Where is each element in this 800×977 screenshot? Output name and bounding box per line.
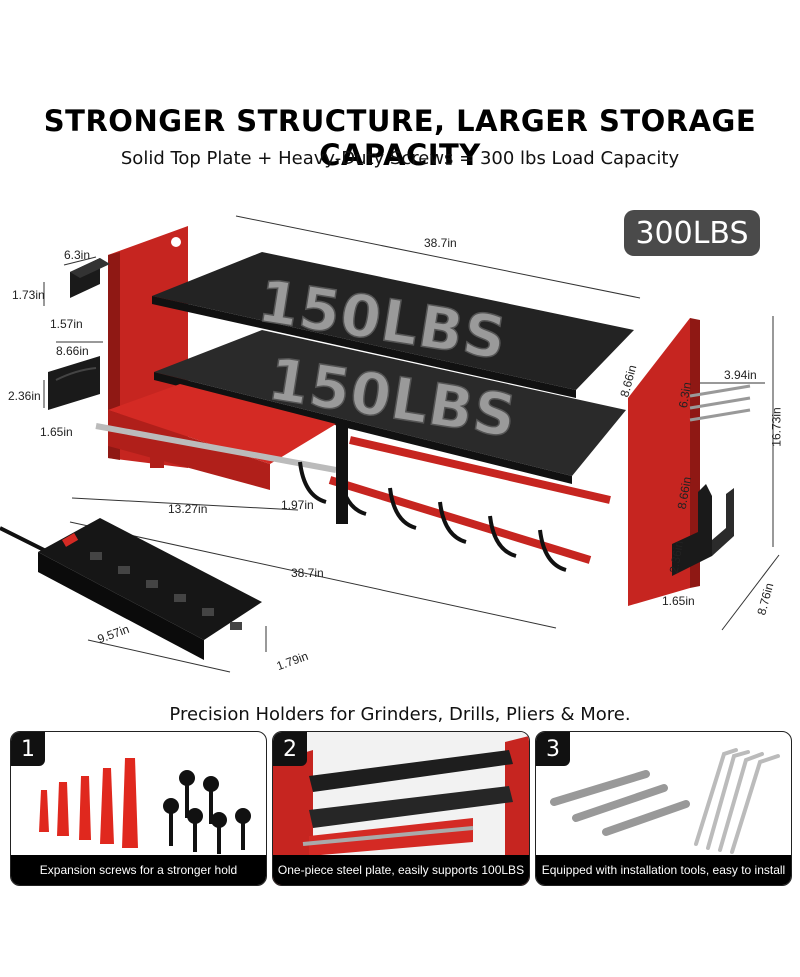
right-hooks xyxy=(689,384,751,422)
panel-caption-2: One-piece steel plate, easily supports 1… xyxy=(273,855,529,885)
dim-grinder-holder-depth: 1.65in xyxy=(40,425,73,439)
section-title: Precision Holders for Grinders, Drills, … xyxy=(169,704,631,725)
dim-small-holder-height: 1.73in xyxy=(12,288,45,302)
panel-number-1: 1 xyxy=(11,732,45,766)
dim-hook-width: 3.94in xyxy=(724,368,757,382)
dim-grinder-holder-height: 2.36in xyxy=(8,389,41,403)
dim-small-holder-width: 6.3in xyxy=(64,248,91,262)
panel-number-2: 2 xyxy=(273,732,307,766)
dim-small-holder-depth: 1.57in xyxy=(50,317,83,331)
dim-grinder-holder-width: 8.66in xyxy=(56,344,89,358)
dim-drawer-width: 13.27in xyxy=(168,502,208,516)
headline: STRONGER STRUCTURE, LARGER STORAGE CAPAC… xyxy=(43,104,757,172)
center-post xyxy=(336,424,348,524)
dim-top-width: 38.7in xyxy=(424,236,457,250)
dim-total-height: 16.73in xyxy=(769,407,784,447)
right-frame xyxy=(628,318,700,606)
dim-right-holder-depth: 1.65in xyxy=(662,594,695,608)
bottom-rack xyxy=(328,436,611,564)
right-grinder-holder xyxy=(672,484,734,576)
capacity-badge: 300LBS xyxy=(624,210,760,256)
power-strip xyxy=(0,518,262,660)
panel-number-3: 3 xyxy=(536,732,570,766)
left-small-holder xyxy=(70,258,110,298)
feature-panel-1: 1 Expansion screws for a stronger hold xyxy=(10,731,267,886)
panel-caption-1: Expansion screws for a stronger hold xyxy=(11,855,266,885)
tools-illustration xyxy=(550,748,780,854)
dim-drawer-height: 1.97in xyxy=(281,498,314,512)
top-shelf xyxy=(152,252,634,398)
product-illustration: 150LBS 150LBS xyxy=(0,215,780,673)
left-grinder-holder xyxy=(48,356,100,410)
panel-caption-3: Equipped with installation tools, easy t… xyxy=(536,855,791,885)
screws-illustration xyxy=(39,758,251,854)
subheadline: Solid Top Plate + Heavy-Duty Screws = 30… xyxy=(120,148,680,169)
feature-panel-3: 3 Equipped with installation tools, easy… xyxy=(535,731,792,886)
middle-shelf xyxy=(154,330,626,484)
drawer xyxy=(95,384,337,490)
feature-panel-2: 2 One-piece steel plate, easily supports… xyxy=(272,731,530,886)
dim-bottom-width: 38.7in xyxy=(291,566,324,580)
